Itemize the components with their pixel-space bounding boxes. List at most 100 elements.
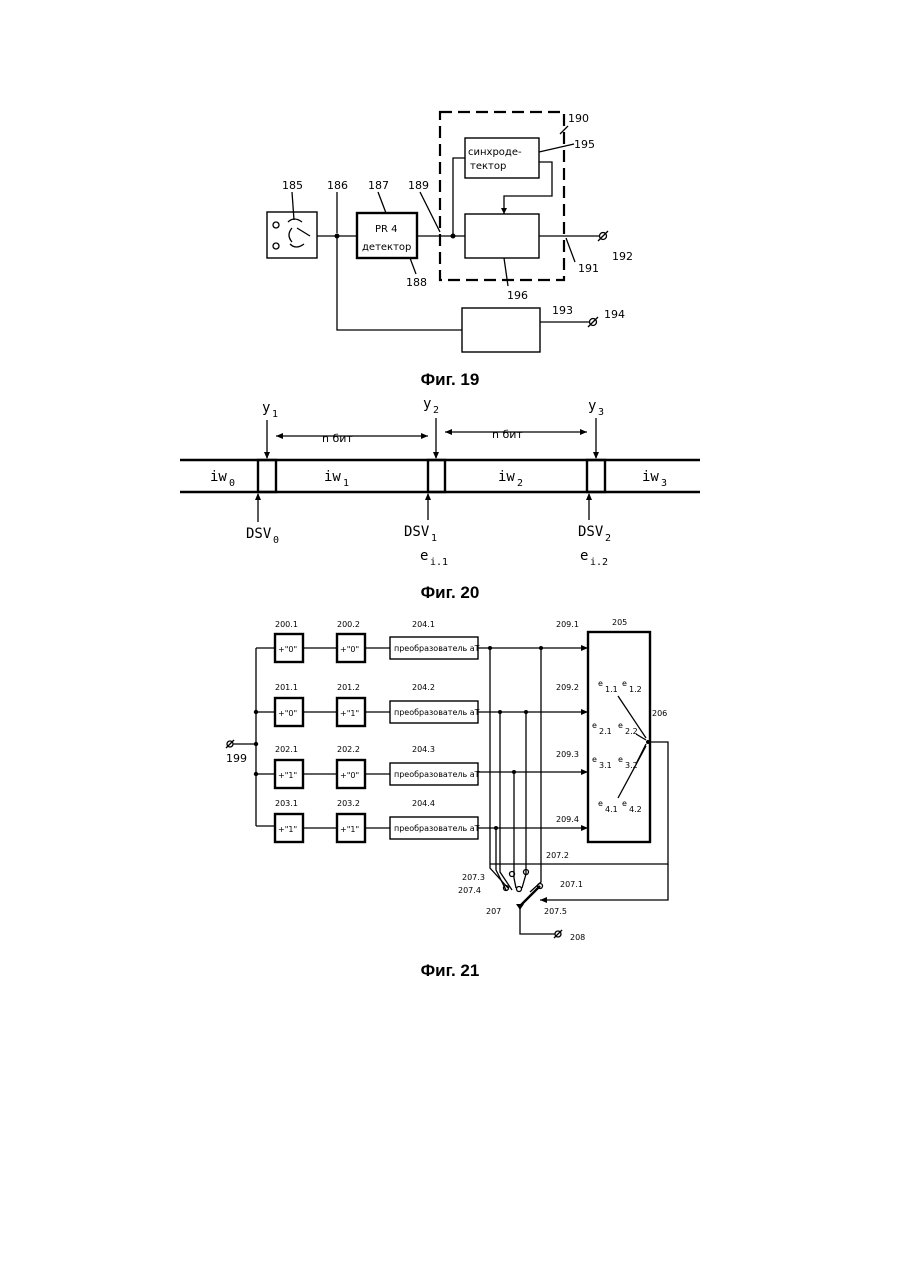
word-iw3: iw xyxy=(642,469,659,485)
boundary-box-1 xyxy=(428,460,445,492)
svg-text:2: 2 xyxy=(517,478,523,489)
label-206: 206 xyxy=(652,709,667,718)
svg-text:2.1: 2.1 xyxy=(599,727,612,736)
boundary-box-0 xyxy=(258,460,276,492)
label-204-3: 204.3 xyxy=(412,745,435,754)
svg-text:2: 2 xyxy=(605,533,611,544)
label-187: 187 xyxy=(368,179,389,192)
svg-text:e: e xyxy=(618,721,623,730)
svg-text:1: 1 xyxy=(272,409,278,420)
label-199: 199 xyxy=(226,752,247,765)
selector-switch-207 xyxy=(520,886,540,906)
label-202-2: 202.2 xyxy=(337,745,360,754)
label-dsv2: DSV xyxy=(578,524,604,540)
label-204-4: 204.4 xyxy=(412,799,435,808)
label-203-2: 203.2 xyxy=(337,799,360,808)
label-185: 185 xyxy=(282,179,303,192)
label-209-4: 209.4 xyxy=(556,815,579,824)
svg-text:2: 2 xyxy=(433,405,439,416)
svg-text:e: e xyxy=(592,721,597,730)
n-bit-span-2: n бит xyxy=(492,428,523,441)
svg-text:преобразователь aT: преобразователь aT xyxy=(394,708,480,717)
svg-text:e: e xyxy=(598,679,603,688)
label-y3: y xyxy=(588,398,596,414)
svg-text:+"0": +"0" xyxy=(278,709,297,718)
svg-text:e: e xyxy=(622,679,627,688)
svg-text:i.1: i.1 xyxy=(430,557,448,568)
label-200-2: 200.2 xyxy=(337,620,360,629)
label-y2: y xyxy=(423,396,431,412)
block-196 xyxy=(465,214,539,258)
word-iw1: iw xyxy=(324,469,341,485)
caption-fig21: Фиг. 21 xyxy=(421,961,480,980)
figure-19: 185 186 PR 4 детектор 187 188 189 190 си… xyxy=(267,112,633,389)
svg-text:e: e xyxy=(622,799,627,808)
svg-text:3: 3 xyxy=(598,407,604,418)
word-iw0: iw xyxy=(210,469,227,485)
svg-text:0: 0 xyxy=(273,535,279,546)
label-201-2: 201.2 xyxy=(337,683,360,692)
label-207-2: 207.2 xyxy=(546,851,569,860)
svg-text:1: 1 xyxy=(343,478,349,489)
svg-text:+"1": +"1" xyxy=(340,825,359,834)
label-dsv0: DSV xyxy=(246,526,272,542)
detector-line1: PR 4 xyxy=(375,224,398,235)
label-200-1: 200.1 xyxy=(275,620,298,629)
svg-text:4.2: 4.2 xyxy=(629,805,642,814)
label-196: 196 xyxy=(507,289,528,302)
n-bit-span-1: n бит xyxy=(322,432,353,445)
label-195: 195 xyxy=(574,138,595,151)
word-iw2: iw xyxy=(498,469,515,485)
label-209-1: 209.1 xyxy=(556,620,579,629)
label-186: 186 xyxy=(327,179,348,192)
label-189: 189 xyxy=(408,179,429,192)
label-192: 192 xyxy=(612,250,633,263)
label-201-1: 201.1 xyxy=(275,683,298,692)
block-193 xyxy=(462,308,540,352)
caption-fig20: Фиг. 20 xyxy=(421,583,480,602)
label-ei1: e xyxy=(420,548,428,564)
svg-text:1: 1 xyxy=(431,533,437,544)
svg-text:i.2: i.2 xyxy=(590,557,608,568)
svg-text:+"0": +"0" xyxy=(340,645,359,654)
label-190: 190 xyxy=(568,112,589,125)
svg-text:e: e xyxy=(618,755,623,764)
svg-text:1.1: 1.1 xyxy=(605,685,618,694)
label-207: 207 xyxy=(486,907,501,916)
svg-text:+"1": +"1" xyxy=(278,771,297,780)
svg-text:e: e xyxy=(592,755,597,764)
label-188: 188 xyxy=(406,276,427,289)
boundary-box-2 xyxy=(587,460,605,492)
svg-text:0: 0 xyxy=(229,478,235,489)
sync-line2: тектор xyxy=(470,161,506,172)
label-194: 194 xyxy=(604,308,625,321)
svg-text:1.2: 1.2 xyxy=(629,685,642,694)
svg-text:3: 3 xyxy=(661,478,667,489)
label-204-2: 204.2 xyxy=(412,683,435,692)
label-203-1: 203.1 xyxy=(275,799,298,808)
label-209-2: 209.2 xyxy=(556,683,579,692)
label-dsv1: DSV xyxy=(404,524,430,540)
svg-text:преобразователь aT: преобразователь aT xyxy=(394,824,480,833)
detector-line2: детектор xyxy=(362,242,411,253)
sync-line1: синхроде- xyxy=(468,147,522,158)
svg-text:4.1: 4.1 xyxy=(605,805,618,814)
label-193: 193 xyxy=(552,304,573,317)
label-204-1: 204.1 xyxy=(412,620,435,629)
label-205: 205 xyxy=(612,618,627,627)
svg-text:преобразователь aT: преобразователь aT xyxy=(394,644,480,653)
label-207-1: 207.1 xyxy=(560,880,583,889)
svg-text:+"1": +"1" xyxy=(278,825,297,834)
label-209-3: 209.3 xyxy=(556,750,579,759)
svg-text:+"1": +"1" xyxy=(340,709,359,718)
label-207-3: 207.3 xyxy=(462,873,485,882)
label-208: 208 xyxy=(570,933,585,942)
figure-20: iw 0 iw 1 iw 2 iw 3 y 1 y 2 y 3 n бит n … xyxy=(180,396,700,602)
label-ei2: e xyxy=(580,548,588,564)
label-y1: y xyxy=(262,400,270,416)
label-207-5: 207.5 xyxy=(544,907,567,916)
svg-text:преобразователь aT: преобразователь aT xyxy=(394,770,480,779)
svg-text:e: e xyxy=(598,799,603,808)
label-202-1: 202.1 xyxy=(275,745,298,754)
